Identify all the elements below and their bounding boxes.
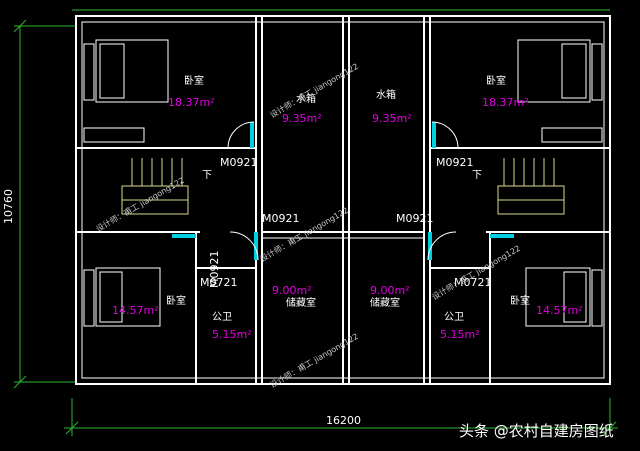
room-label-bath-left: 公卫 bbox=[212, 312, 232, 323]
door-code-storage-left: M0921 bbox=[262, 212, 300, 225]
area-storage-left: 9.00m² bbox=[272, 284, 312, 297]
area-bath-left: 5.15m² bbox=[212, 328, 252, 341]
watermark: 设计师：甫工 jiangong122 bbox=[268, 61, 360, 120]
brand-watermark: 头条 @农村自建房图纸 bbox=[459, 422, 614, 440]
watermark: 设计师：甫工 jiangong122 bbox=[430, 243, 522, 302]
door-code-corridor-left: M0921 bbox=[208, 251, 221, 289]
windows bbox=[83, 43, 603, 327]
watermark: 设计师：甫工 jiangong122 bbox=[268, 331, 360, 390]
dimension-width: 16200 bbox=[326, 414, 361, 427]
dimension-lines bbox=[13, 9, 618, 436]
room-label-water-tank-right: 水箱 bbox=[376, 88, 396, 101]
area-bath-right: 5.15m² bbox=[440, 328, 480, 341]
room-label-bedroom-bottom-left: 卧室 bbox=[166, 294, 186, 307]
watermark: 设计师：甫工 jiangong122 bbox=[94, 175, 186, 234]
room-label-water-tank-left: 水箱 bbox=[296, 92, 316, 105]
room-label-bedroom-top-left: 卧室 bbox=[184, 74, 204, 87]
area-water-tank-right: 9.35m² bbox=[372, 112, 412, 125]
door-code-storage-right: M0921 bbox=[396, 212, 434, 225]
area-bedroom-top-left: 18.37m² bbox=[168, 96, 215, 109]
area-storage-right: 9.00m² bbox=[370, 284, 410, 297]
staircase-left bbox=[121, 158, 189, 215]
stair-down-label-right: 下 bbox=[472, 170, 482, 181]
area-bedroom-top-right: 18.37m² bbox=[482, 96, 529, 109]
dimension-height: 10760 bbox=[2, 189, 15, 224]
area-water-tank-left: 9.35m² bbox=[282, 112, 322, 125]
area-bedroom-bottom-right: 14.57m² bbox=[536, 304, 583, 317]
door-code-bath-right: M0721 bbox=[454, 276, 492, 289]
stair-down-label-left: 下 bbox=[202, 170, 212, 181]
door-code-stair-left: M0921 bbox=[220, 156, 258, 169]
door-code-bath-left: M0721 bbox=[200, 276, 238, 289]
door-swings bbox=[172, 121, 514, 261]
staircase-right bbox=[497, 158, 565, 215]
room-label-bedroom-bottom-right: 卧室 bbox=[510, 294, 530, 307]
room-label-storage-right: 储藏室 bbox=[370, 296, 400, 309]
area-bedroom-bottom-left: 14.57m² bbox=[112, 304, 159, 317]
room-label-storage-left: 储藏室 bbox=[286, 296, 316, 309]
room-label-bedroom-top-right: 卧室 bbox=[486, 74, 506, 87]
bed-furniture bbox=[95, 39, 591, 327]
room-label-bath-right: 公卫 bbox=[444, 312, 464, 323]
door-code-stair-right: M0921 bbox=[436, 156, 474, 169]
